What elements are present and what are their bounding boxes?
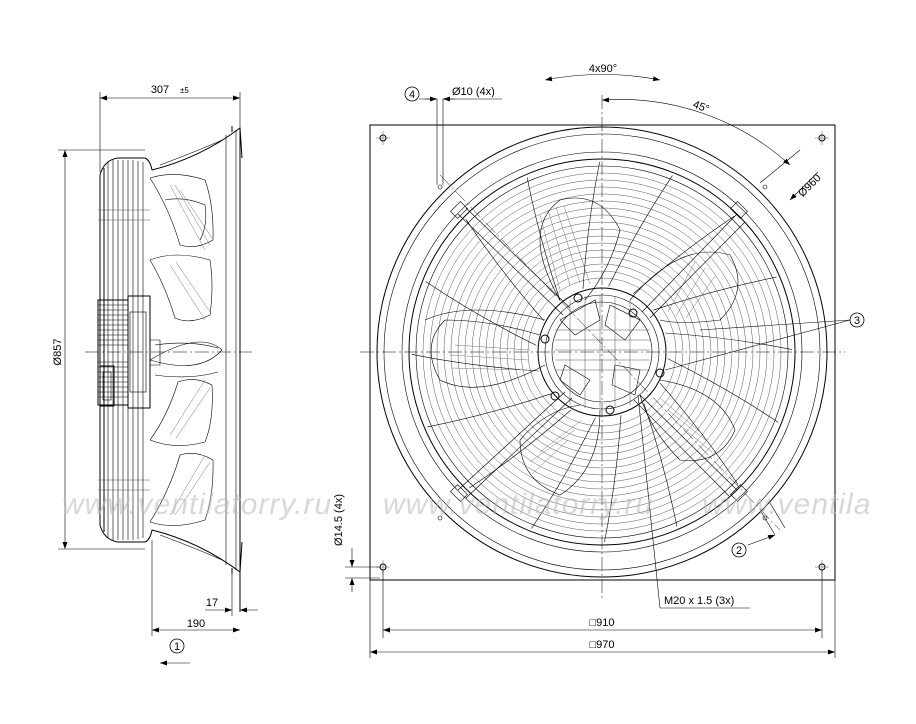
guard-spoke xyxy=(469,409,571,489)
callout-1-label: 1 xyxy=(174,641,180,653)
side-guard-rings xyxy=(98,157,153,543)
flange-label: 17 xyxy=(206,597,218,609)
callout-3-label: 3 xyxy=(854,315,860,327)
watermark-text-1: www.ventilatorry.ru xyxy=(62,488,332,521)
guard-spoke xyxy=(659,383,739,485)
dim-angles: 4x90° 45° xyxy=(544,63,801,184)
side-inlet-nozzle xyxy=(151,126,243,612)
angle-label: 4x90° xyxy=(589,63,617,75)
dim-slot: Ø14.5 (4x) xyxy=(333,494,380,592)
dim-flange: 17 xyxy=(205,574,258,616)
guard-spoke xyxy=(653,276,777,311)
half-angle-label: 45° xyxy=(691,99,711,116)
base-label: 190 xyxy=(187,618,205,630)
guard-spoke xyxy=(608,175,673,287)
view-callout-1: 1 xyxy=(160,638,190,666)
mounting-plate xyxy=(369,124,836,581)
front-impeller-blades xyxy=(424,197,739,496)
watermark: www.ventilatorry.ru www.ventilatorry.ru … xyxy=(62,488,871,521)
thread-label: M20 x 1.5 (3x) xyxy=(664,595,734,607)
guard-spoke xyxy=(526,177,561,301)
watermark-text-2: www.ventilatorry.ru xyxy=(383,488,653,521)
callout-3-group: 3 xyxy=(664,312,865,371)
dim-side-diameter: Ø857 xyxy=(52,149,145,550)
guard-spoke xyxy=(667,358,779,423)
corner-holes xyxy=(376,131,829,574)
callout-4-group: 4 Ø10 (4x) xyxy=(404,86,502,185)
dim-inner-square: □910 xyxy=(382,570,823,638)
guard-spoke xyxy=(465,219,545,321)
front-diagonal-center-line xyxy=(439,174,781,531)
dim-depth: 307 ±5 xyxy=(99,84,241,172)
guard-spoke xyxy=(427,393,551,428)
side-diameter-label: Ø857 xyxy=(52,339,64,366)
dim-outer-square: □970 xyxy=(369,580,836,658)
inner-square-label: □910 xyxy=(590,617,615,629)
outer-diameter-label: Ø960 xyxy=(796,172,824,200)
callout-2-label: 2 xyxy=(736,545,742,557)
watermark-text-3: www.ventila xyxy=(702,488,871,521)
slot-holes xyxy=(437,184,768,521)
callout-4-label: 4 xyxy=(409,89,415,101)
front-view: □910 □970 Ø14.5 (4x) 4 Ø10 (4x) xyxy=(333,63,865,658)
side-impeller-blades xyxy=(149,174,223,526)
support-arms xyxy=(450,201,748,502)
guard-spoke xyxy=(665,332,793,350)
depth-label: 307 xyxy=(151,84,169,96)
callout-2-group: 2 xyxy=(731,502,786,558)
guard-spoke xyxy=(531,417,596,529)
side-view: 307 ±5 Ø857 17 190 1 xyxy=(52,84,258,666)
guard-spoke xyxy=(604,415,622,543)
outer-square-label: □970 xyxy=(590,639,615,651)
guard-spoke xyxy=(425,281,537,346)
thread-callout: M20 x 1.5 (3x) xyxy=(637,394,750,609)
guard-spoke xyxy=(582,161,600,289)
dim-outer-diameter: Ø960 xyxy=(789,171,824,201)
slot-label: Ø14.5 (4x) xyxy=(333,494,345,546)
hole-diameter-label: Ø10 (4x) xyxy=(452,86,495,98)
dim-base: 190 xyxy=(151,540,240,636)
depth-tolerance: ±5 xyxy=(180,86,189,95)
